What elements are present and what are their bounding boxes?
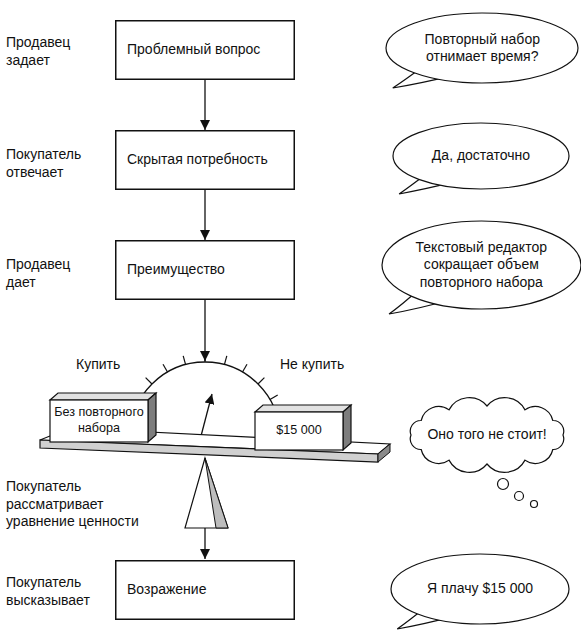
process-box: Скрытая потребность <box>115 130 295 190</box>
fulcrum <box>185 458 228 528</box>
node-text: Я плачу $15 000 <box>427 580 533 598</box>
fulcrum-shade <box>205 458 228 528</box>
node-text: Без повторного набора <box>54 405 144 436</box>
node-text: Проблемный вопрос <box>127 41 260 59</box>
thought-dot <box>498 479 509 490</box>
plank-end <box>378 444 390 462</box>
speech-bubble: Текстовый редактор сокращает объем повто… <box>381 220 581 310</box>
thought-bubble: Оно того не стоит! <box>401 396 573 474</box>
node-text: $15 000 <box>276 423 322 439</box>
node-text: Преимущество <box>127 261 225 279</box>
speech-bubble: Я плачу $15 000 <box>390 553 570 625</box>
node-text: Текстовый редактор сокращает объем повто… <box>411 239 551 292</box>
node-text: Оно того не стоит! <box>427 426 546 444</box>
node-text: Скрытая потребность <box>127 151 268 169</box>
speech-bubble: Повторный набор отнимает время? <box>385 12 579 84</box>
node-text: Возражение <box>127 581 206 599</box>
step-label: Купить <box>76 356 146 374</box>
flow-arrow <box>204 190 205 240</box>
process-box: Преимущество <box>115 240 295 300</box>
thought-dot <box>531 501 538 508</box>
process-box: Проблемный вопрос <box>115 20 295 80</box>
thought-dot <box>515 492 524 501</box>
step-label: Продавец дает <box>6 256 96 291</box>
process-box: Возражение <box>115 560 295 620</box>
node-text: Повторный набор отнимает время? <box>415 31 550 66</box>
step-label: Продавец задает <box>6 34 106 69</box>
dial-needle <box>201 394 212 436</box>
arrow-from-scale <box>204 528 205 559</box>
step-label: Покупатель рассматривает уравнение ценно… <box>6 478 151 531</box>
node-text: Да, достаточно <box>432 147 530 165</box>
speech-bubble: Да, достаточно <box>392 122 570 190</box>
weight-block: $15 000 <box>255 412 343 450</box>
flow-arrow <box>204 80 205 130</box>
step-label: Не купить <box>280 356 370 374</box>
weight-block: Без повторного набора <box>50 400 148 442</box>
arrow-to-scale <box>204 300 205 361</box>
step-label: Покупатель отвечает <box>6 146 106 181</box>
step-label: Покупатель высказывает <box>6 574 106 609</box>
